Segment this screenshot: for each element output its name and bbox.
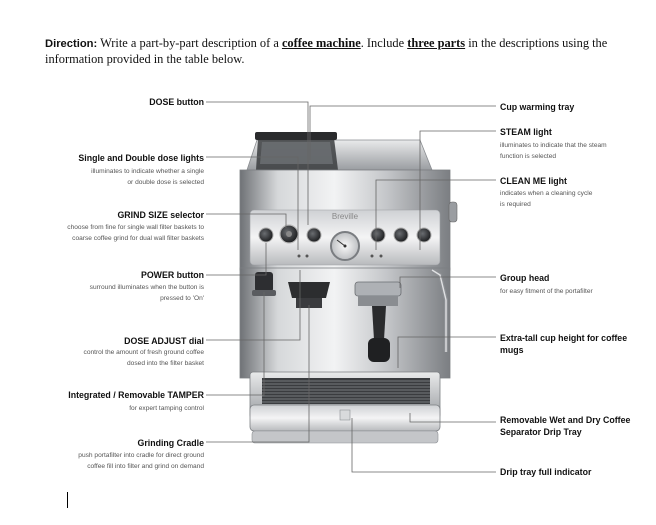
callout-cup-height-label: Extra-tall cup height for coffee mugs xyxy=(500,333,628,355)
program-button-shape xyxy=(416,227,432,243)
leader-power-button xyxy=(206,243,267,276)
drip-tray-grate xyxy=(262,378,430,404)
leader-grind-size xyxy=(206,213,287,228)
callout-tamper-label: Integrated / Removable TAMPER xyxy=(68,390,204,400)
leader-drip-indicator xyxy=(351,418,496,473)
callout-grinding-cradle-desc: push portafilter into cradle for direct … xyxy=(78,452,204,470)
hopper-lid xyxy=(255,132,337,140)
group-head-shape xyxy=(354,281,402,297)
brand-logo: Breville xyxy=(332,212,359,221)
text-cursor xyxy=(67,492,68,508)
callout-dose-adjust-label: DOSE ADJUST dial xyxy=(124,336,204,346)
leader-tamper xyxy=(206,292,265,396)
callout-steam-light-desc: illuminates to indicate that the steam f… xyxy=(500,142,607,160)
leader-dose-button xyxy=(206,101,309,225)
callout-dose-lights-desc: illuminates to indicate whether a single… xyxy=(91,168,204,186)
steam-knob xyxy=(448,201,458,223)
drip-tray-indicator xyxy=(339,409,351,421)
leader-dose-adjust xyxy=(206,270,301,341)
callout-tamper-desc: for expert tamping control xyxy=(129,405,204,412)
callout-power-button-label: POWER button xyxy=(140,270,204,280)
direction-text-2: . Include xyxy=(360,36,408,50)
callout-dose-adjust-desc: control the amount of fresh ground coffe… xyxy=(83,349,204,367)
callout-grinding-cradle-label: Grinding Cradle xyxy=(137,438,204,448)
callout-drip-indicator-label: Drip tray full indicator xyxy=(500,467,592,477)
one-cup-button-shape xyxy=(370,227,386,243)
leader-dose-lights xyxy=(206,156,299,250)
callout-grind-size-label: GRIND SIZE selector xyxy=(117,210,204,220)
direction-emphasis-2: three parts xyxy=(407,36,466,50)
two-cup-button-shape xyxy=(393,227,409,243)
direction-text-1: Write a part-by-part description of a xyxy=(97,36,282,50)
leader-steam-light xyxy=(419,130,496,250)
callout-cup-warming-label: Cup warming tray xyxy=(500,102,575,112)
callout-group-head-label: Group head xyxy=(500,273,550,283)
tamper xyxy=(255,272,273,292)
callout-group-head-desc: for easy fitment of the portafilter xyxy=(500,288,593,295)
grinding-cradle xyxy=(288,282,330,298)
leader-cup-height xyxy=(397,336,496,368)
callout-steam-light-label: STEAM light xyxy=(500,127,552,137)
callout-drip-tray-label: Removable Wet and Dry Coffee Separator D… xyxy=(500,415,631,437)
leader-clean-me xyxy=(375,179,496,250)
leader-group-head xyxy=(399,276,496,288)
portafilter xyxy=(372,306,386,340)
power-button-shape xyxy=(258,227,274,243)
direction-emphasis-1: coffee machine xyxy=(281,36,361,50)
dose-button-shape xyxy=(306,227,322,243)
leader-cup-warming xyxy=(309,105,496,160)
callout-clean-me-desc: indicates when a cleaning cycle is requi… xyxy=(500,190,593,208)
callout-dose-lights-label: Single and Double dose lights xyxy=(78,153,204,163)
direction-text-3: in the descriptions using the informatio… xyxy=(45,36,608,66)
callout-clean-me-label: CLEAN ME light xyxy=(500,176,567,186)
leader-drip-tray xyxy=(409,413,496,423)
callout-grind-size-desc: choose from fine for single wall filter … xyxy=(67,224,204,242)
direction-paragraph: Direction: Write a part-by-part descript… xyxy=(45,36,645,67)
leader-grinding-cradle xyxy=(206,305,310,443)
direction-label: Direction: xyxy=(45,38,98,50)
machine-lower-body xyxy=(239,267,451,379)
callout-power-button-desc: surround illuminates when the button is … xyxy=(89,284,204,302)
callout-dose-button-label: DOSE button xyxy=(149,97,204,107)
